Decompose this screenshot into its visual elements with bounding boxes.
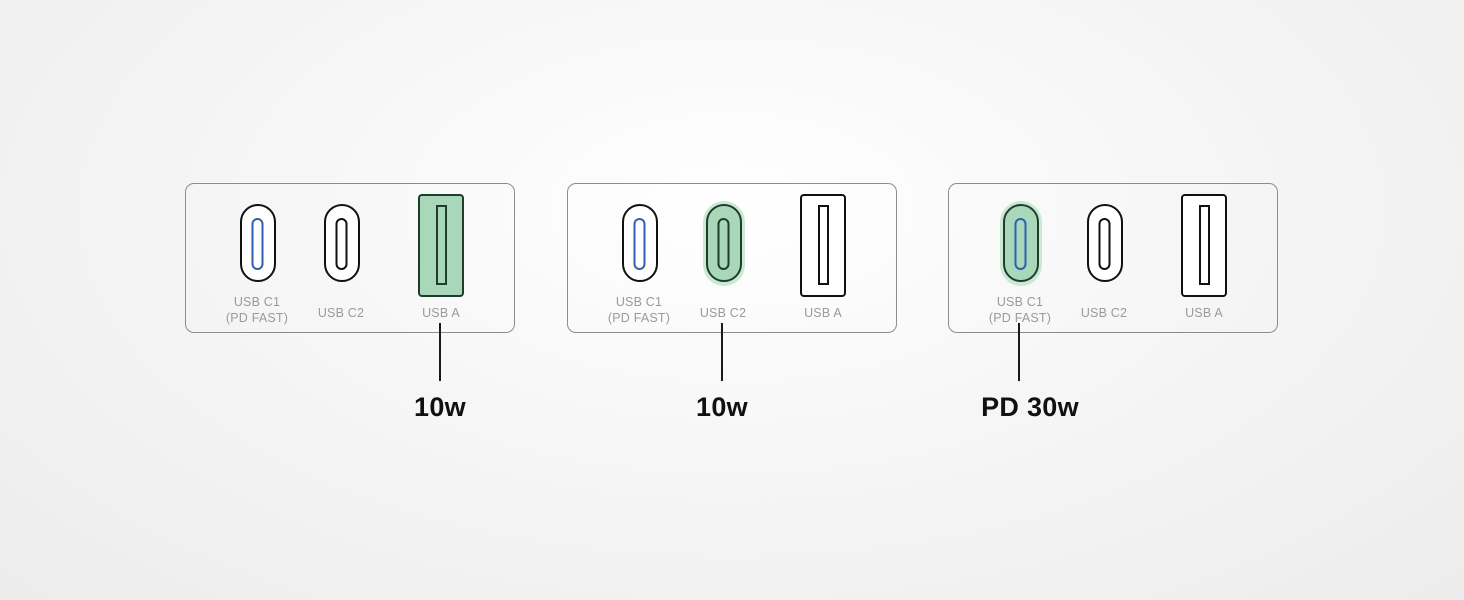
- usb-a-port-icon: [800, 194, 846, 297]
- port-panel-1: USB C1 (PD FAST) USB C2 USB A: [185, 183, 515, 333]
- usb-c1-label: USB C1 (PD FAST): [225, 295, 289, 325]
- usb-c1-label: USB C1 (PD FAST): [988, 295, 1052, 325]
- usb-a-label: USB A: [1185, 306, 1223, 320]
- usb-c1-port-icon-active: [1000, 201, 1042, 286]
- usb-c1-port-icon: [240, 204, 276, 282]
- usb-a-port-icon: [1181, 194, 1227, 297]
- power-leader-line-1: [439, 323, 441, 381]
- usb-c1-label: USB C1 (PD FAST): [607, 295, 671, 325]
- usb-c2-port-icon: [324, 204, 360, 282]
- port-panel-3: USB C1 (PD FAST) USB C2 USB A: [948, 183, 1278, 333]
- power-value-2: 10w: [696, 392, 748, 422]
- power-leader-line-3: [1018, 323, 1020, 381]
- port-panel-2: USB C1 (PD FAST) USB C2 USB A: [567, 183, 897, 333]
- usb-a-label: USB A: [804, 306, 842, 320]
- power-value-1: 10w: [414, 392, 466, 422]
- usb-c1-port-icon: [622, 204, 658, 282]
- power-value-3: PD 30w: [981, 392, 1079, 422]
- usb-a-label: USB A: [422, 306, 460, 320]
- usb-a-port-icon-active: [418, 194, 464, 297]
- usb-c2-label: USB C2: [1080, 306, 1128, 320]
- usb-c2-label: USB C2: [317, 306, 365, 320]
- usb-c2-label: USB C2: [699, 306, 747, 320]
- usb-c2-port-icon-active: [703, 201, 745, 286]
- usb-c2-port-icon: [1087, 204, 1123, 282]
- power-leader-line-2: [721, 323, 723, 381]
